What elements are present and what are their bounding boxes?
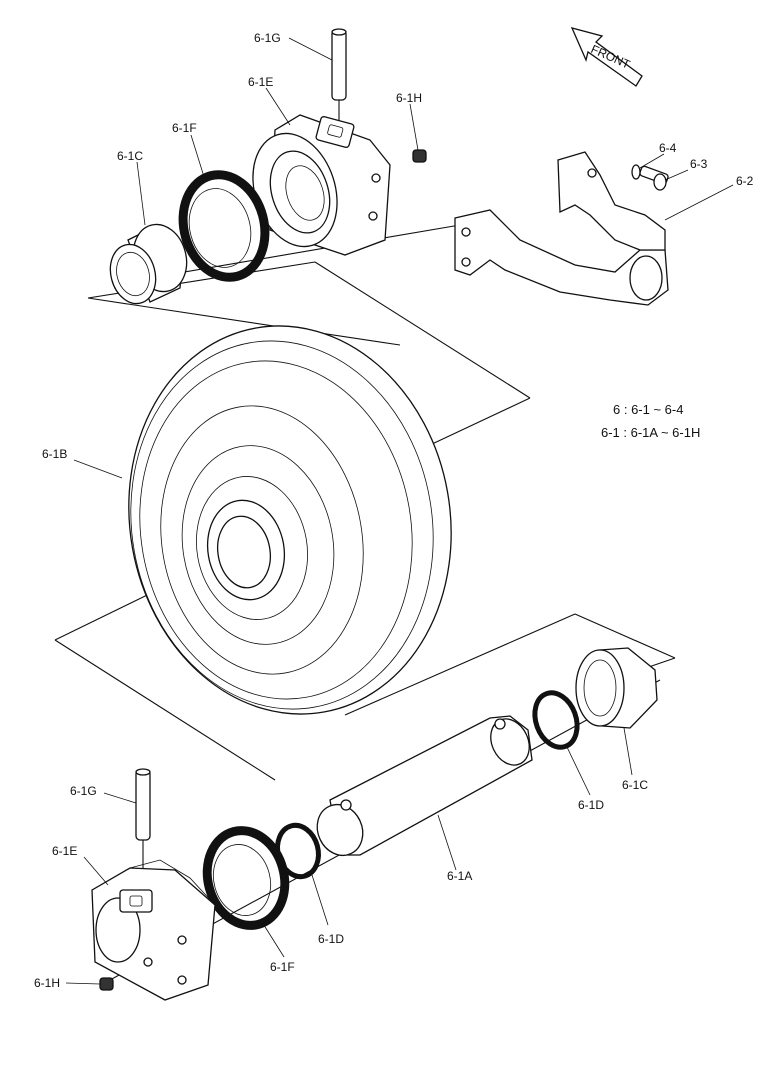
label-6-1h-bottom: 6-1H [34,976,60,990]
bracket-6-2 [454,151,669,306]
bushing-6-1c-right [575,647,658,729]
bushing-6-1c-top [109,223,188,305]
label-6-1d-bottom: 6-1D [318,932,344,946]
label-6-3: 6-3 [690,157,708,171]
note-line-1: 6 : 6-1 ~ 6-4 [613,402,683,417]
label-6-1d-right: 6-1D [578,798,604,812]
washer-6-4 [631,164,641,180]
leader-lines [65,37,734,985]
housing-6-1e-bottom [91,859,216,1001]
label-6-1g-top: 6-1G [254,31,281,45]
note-line-2: 6-1 : 6-1A ~ 6-1H [601,425,700,440]
label-6-1a: 6-1A [447,869,472,883]
seal-6-1f-top [178,170,270,282]
label-6-1e-bottom: 6-1E [52,844,77,858]
label-6-1e-top: 6-1E [248,75,273,89]
shaft-6-1a [316,715,533,856]
notes: 6 : 6-1 ~ 6-4 6-1 : 6-1A ~ 6-1H [601,402,700,440]
label-6-1h-top: 6-1H [396,91,422,105]
bolt-6-3 [639,165,669,191]
seal-6-1f-bottom [202,826,290,930]
label-6-1f-top: 6-1F [172,121,197,135]
idler-wheel-6-1b [128,325,452,715]
label-6-4: 6-4 [659,141,677,155]
housing-6-1e-top [252,114,391,256]
front-arrow: FRONT [570,27,643,87]
ring-6-1d-right [532,690,580,750]
label-6-1f-bottom: 6-1F [270,960,295,974]
label-6-1c-right: 6-1C [622,778,648,792]
label-6-2: 6-2 [736,174,754,188]
screw-6-1h-top [412,149,427,163]
label-6-1b: 6-1B [42,447,67,461]
label-6-1c-top: 6-1C [117,149,143,163]
label-6-1g-bottom: 6-1G [70,784,97,798]
screw-6-1h-bottom [99,977,114,991]
callout-labels: 6-1G 6-1E 6-1H 6-1F 6-1C 6-4 6-3 6-2 6-1… [34,31,754,990]
